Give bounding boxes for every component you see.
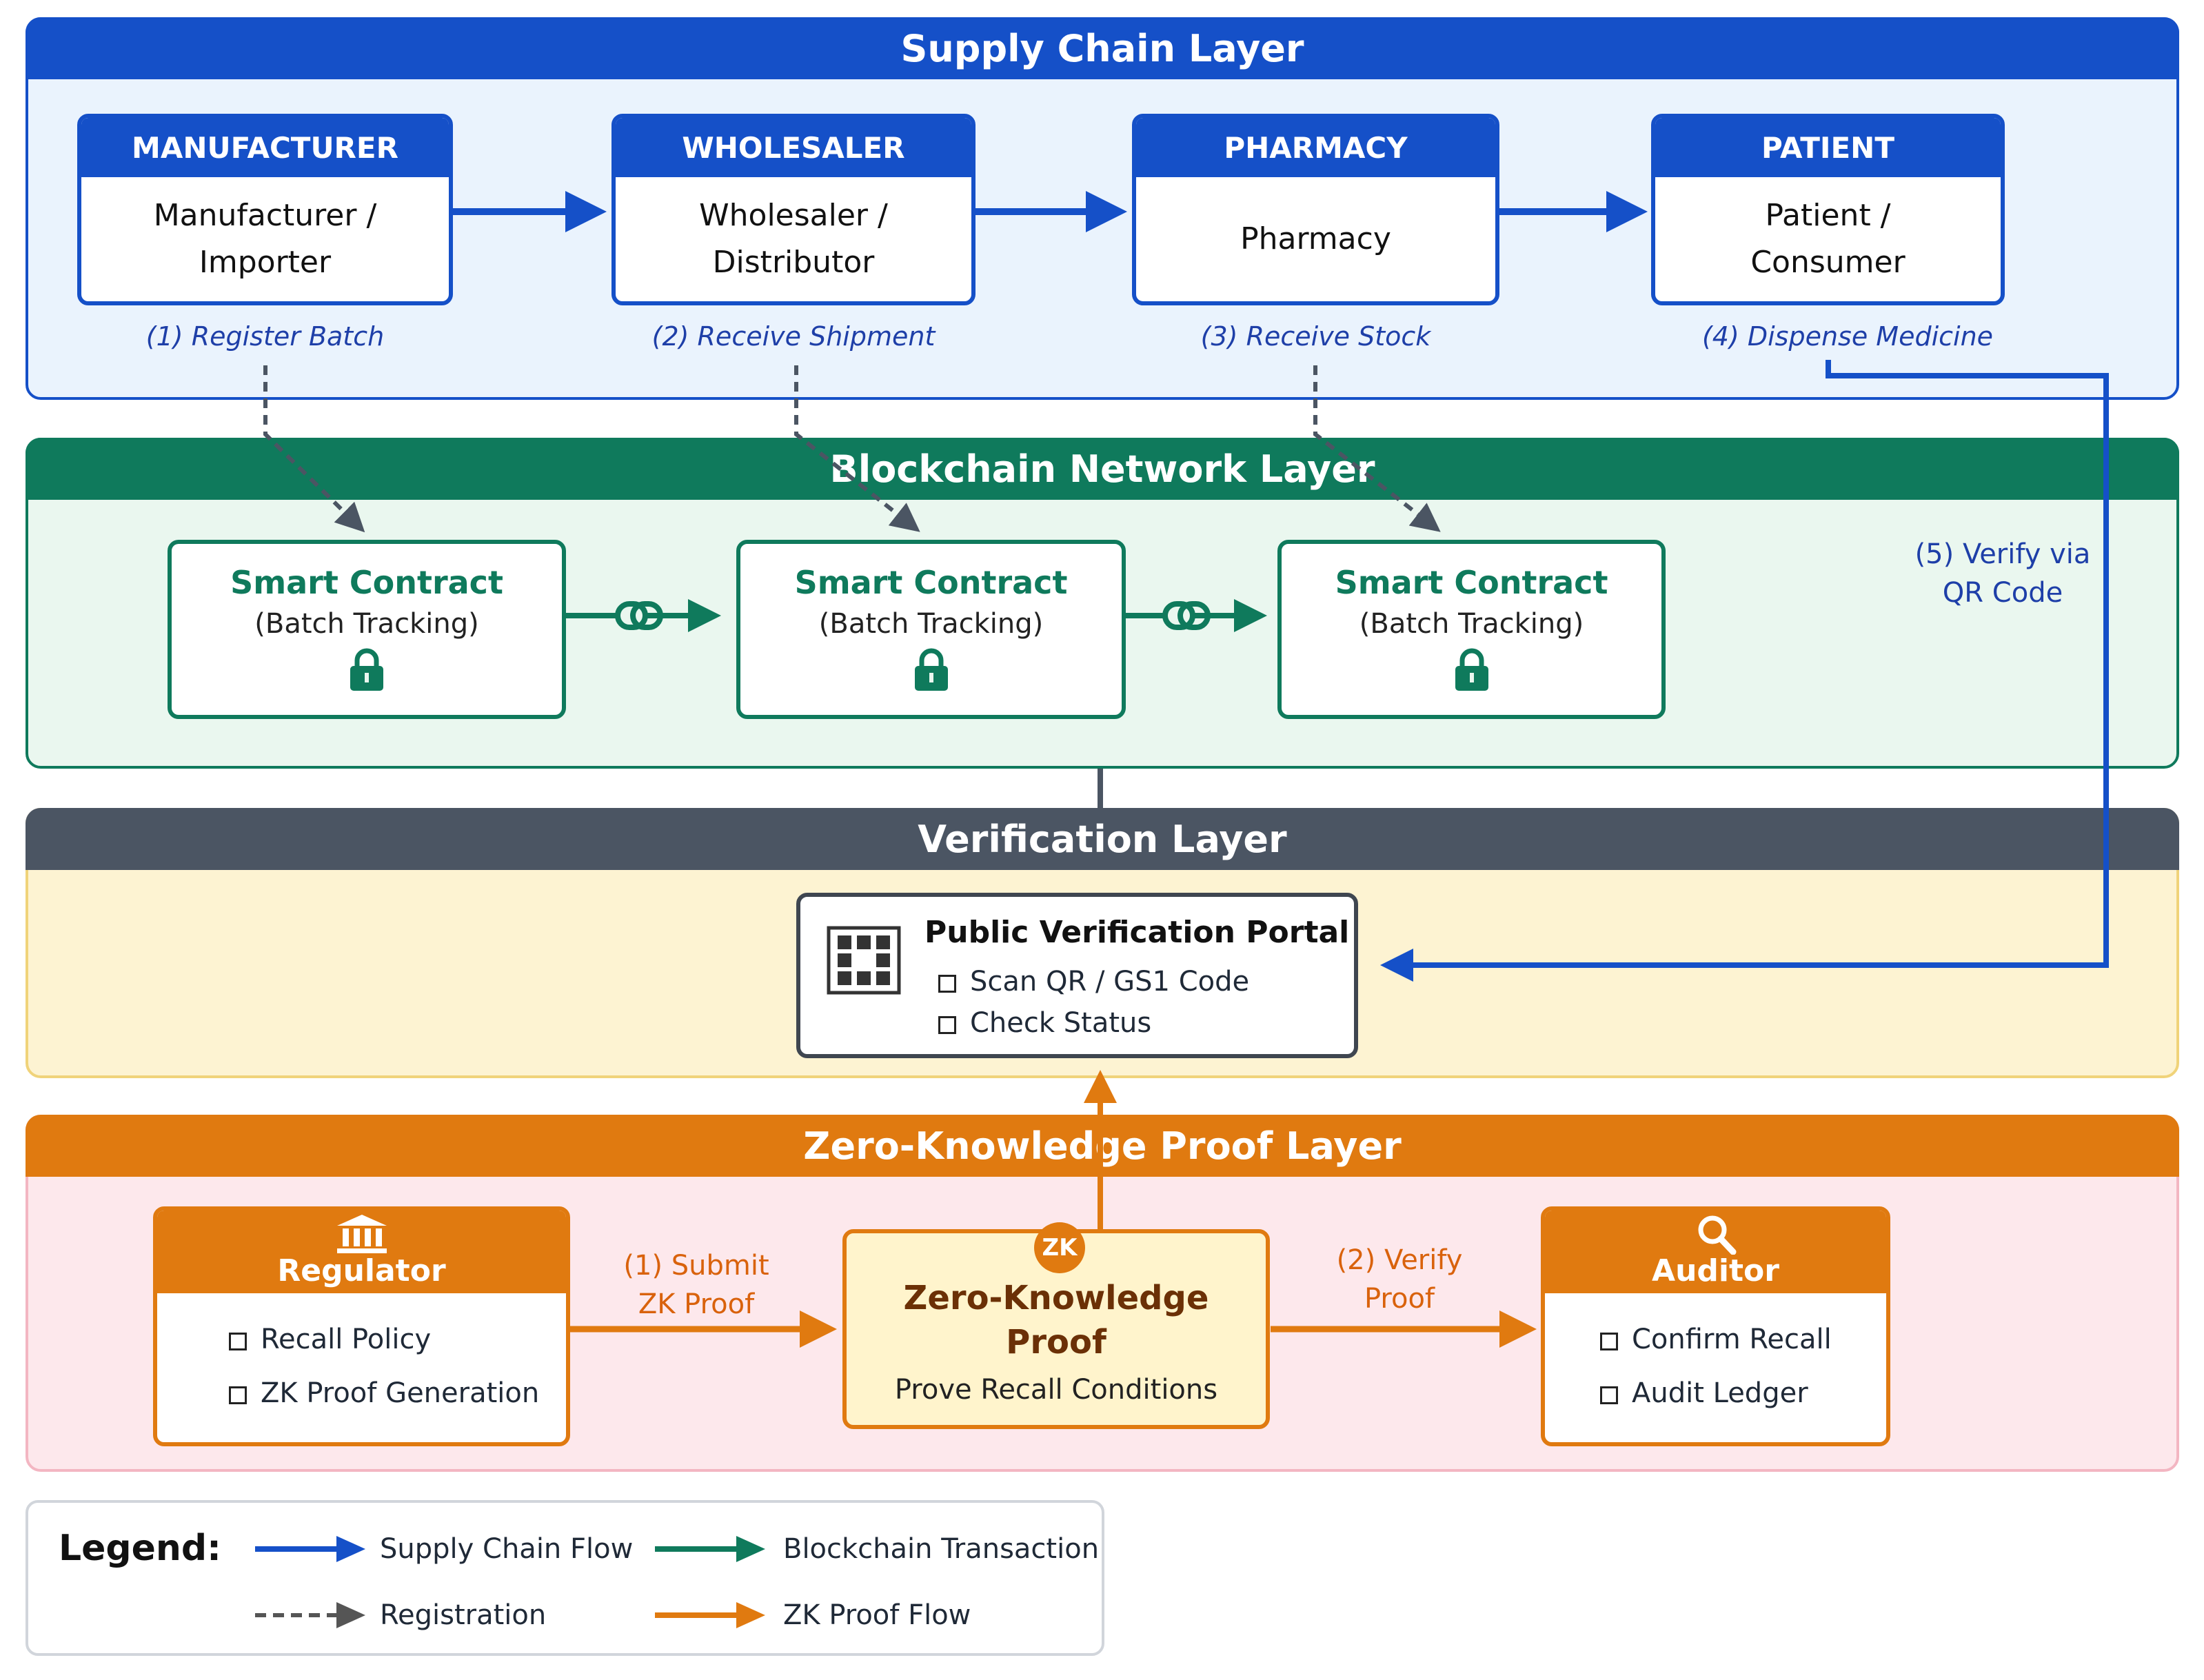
zk-title-line1: Zero-Knowledge (903, 1279, 1209, 1317)
public-verification-portal[interactable]: Public Verification Portal Scan QR / GS1… (796, 893, 1358, 1058)
manufacturer-header: MANUFACTURER (81, 118, 449, 177)
smart-contract-title: Smart Contract (794, 564, 1068, 601)
smart-contract-subtitle: (Batch Tracking) (254, 608, 479, 640)
manufacturer-label-line2: Importer (199, 245, 332, 280)
zk-submit-label: (1) Submit ZK Proof (593, 1246, 800, 1324)
supply-chain-layer-title: Supply Chain Layer (26, 17, 2179, 79)
manufacturer-node[interactable]: MANUFACTURER Manufacturer / Importer (77, 114, 453, 305)
pharmacy-header: PHARMACY (1136, 118, 1495, 177)
portal-item-check-status[interactable]: Check Status (938, 1007, 1151, 1039)
zero-knowledge-proof-node[interactable]: ZK Zero-Knowledge Proof Prove Recall Con… (842, 1222, 1270, 1429)
smart-contract-2[interactable]: Smart Contract (Batch Tracking) (736, 540, 1126, 719)
checkbox-icon (938, 975, 956, 993)
qr-code-icon (827, 926, 901, 995)
patient-node[interactable]: PATIENT Patient / Consumer (1651, 114, 2005, 305)
verification-layer-title: Verification Layer (26, 808, 2179, 870)
portal-item-label: Check Status (970, 1007, 1152, 1039)
zk-badge: ZK (1034, 1222, 1085, 1273)
regulator-node[interactable]: Regulator Recall Policy ZK Proof Generat… (153, 1206, 570, 1446)
patient-label: Patient / Consumer (1655, 177, 2001, 301)
zk-verify-label: (2) Verify Proof (1296, 1241, 1503, 1318)
pharmacy-label-line1: Pharmacy (1240, 221, 1391, 256)
auditor-item-confirm-recall[interactable]: Confirm Recall (1600, 1324, 1832, 1355)
checkbox-icon (229, 1386, 247, 1404)
legend-label: Blockchain Transaction (783, 1533, 1100, 1565)
patient-label-line2: Consumer (1750, 245, 1905, 280)
smart-contract-title: Smart Contract (1335, 564, 1608, 601)
portal-item-label: Scan QR / GS1 Code (970, 966, 1250, 998)
zkp-layer-title: Zero-Knowledge Proof Layer (26, 1115, 2179, 1177)
regulator-item-zk-proof-generation[interactable]: ZK Proof Generation (229, 1377, 539, 1409)
auditor-title: Auditor (1652, 1253, 1779, 1288)
regulator-item-recall-policy[interactable]: Recall Policy (229, 1324, 431, 1355)
legend-blockchain-arrow (655, 1536, 765, 1562)
zk-verify-label-line2: Proof (1364, 1283, 1435, 1315)
legend-zk-proof-arrow (655, 1602, 765, 1628)
legend: Legend: Supply Chain Flow Blockchain Tra… (26, 1500, 1104, 1656)
smart-contract-1[interactable]: Smart Contract (Batch Tracking) (168, 540, 566, 719)
smart-contract-subtitle: (Batch Tracking) (1359, 608, 1584, 640)
magnifier-icon (1698, 1215, 1736, 1255)
blockchain-layer-title: Blockchain Network Layer (26, 438, 2179, 500)
manufacturer-label-line1: Manufacturer / (153, 198, 377, 233)
step-receive-shipment: (2) Receive Shipment (651, 321, 936, 352)
wholesaler-label: Wholesaler / Distributor (616, 177, 971, 301)
wholesaler-label-line1: Wholesaler / (699, 198, 888, 233)
zk-verify-label-line1: (2) Verify (1336, 1244, 1463, 1276)
regulator-item-label: Recall Policy (261, 1324, 432, 1355)
portal-item-scan-qr[interactable]: Scan QR / GS1 Code (938, 966, 1249, 998)
legend-supply-chain-arrow (255, 1536, 365, 1562)
smart-contract-3[interactable]: Smart Contract (Batch Tracking) (1277, 540, 1666, 719)
zk-subtitle: Prove Recall Conditions (894, 1374, 1218, 1406)
smart-contract-subtitle: (Batch Tracking) (818, 608, 1044, 640)
lock-icon (1455, 648, 1488, 691)
wholesaler-label-line2: Distributor (712, 245, 875, 280)
zk-title: Zero-Knowledge Proof (847, 1276, 1266, 1364)
portal-title: Public Verification Portal (924, 915, 1350, 950)
pharmacy-label: Pharmacy (1136, 177, 1495, 301)
regulator-item-label: ZK Proof Generation (261, 1377, 540, 1409)
auditor-item-audit-ledger[interactable]: Audit Ledger (1600, 1377, 1808, 1409)
checkbox-icon (229, 1333, 247, 1350)
manufacturer-label: Manufacturer / Importer (81, 177, 449, 301)
verify-via-qr-note: (5) Verify via QR Code (1903, 535, 2103, 612)
checkbox-icon (938, 1016, 956, 1034)
zk-badge-label: ZK (1042, 1234, 1078, 1262)
legend-label: ZK Proof Flow (783, 1599, 971, 1631)
step-receive-stock: (3) Receive Stock (1200, 321, 1431, 352)
checkbox-icon (1600, 1386, 1618, 1404)
auditor-node[interactable]: Auditor Confirm Recall Audit Ledger (1541, 1206, 1890, 1446)
zk-title-line2: Proof (1006, 1323, 1106, 1362)
legend-label: Supply Chain Flow (380, 1533, 634, 1565)
auditor-header: Auditor (1545, 1211, 1886, 1293)
smart-contract-title: Smart Contract (230, 564, 503, 601)
legend-registration-arrow (255, 1602, 365, 1628)
wholesaler-header: WHOLESALER (616, 118, 971, 177)
verify-note-line2: QR Code (1942, 577, 2063, 609)
regulator-header: Regulator (157, 1211, 566, 1293)
step-dispense-medicine: (4) Dispense Medicine (1701, 321, 1994, 352)
lock-icon (350, 648, 383, 691)
legend-label: Registration (380, 1599, 547, 1631)
legend-title: Legend: (59, 1528, 221, 1569)
auditor-item-label: Confirm Recall (1632, 1324, 1832, 1355)
patient-header: PATIENT (1655, 118, 2001, 177)
pharmacy-node[interactable]: PHARMACY Pharmacy (1132, 114, 1499, 305)
patient-label-line1: Patient / (1765, 198, 1891, 233)
verify-note-line1: (5) Verify via (1914, 538, 2091, 570)
zk-submit-label-line2: ZK Proof (638, 1288, 755, 1320)
step-register-batch: (1) Register Batch (145, 321, 385, 352)
regulator-title: Regulator (277, 1253, 446, 1288)
checkbox-icon (1600, 1333, 1618, 1350)
auditor-item-label: Audit Ledger (1632, 1377, 1808, 1409)
wholesaler-node[interactable]: WHOLESALER Wholesaler / Distributor (611, 114, 975, 305)
zk-submit-label-line1: (1) Submit (623, 1250, 769, 1282)
bank-icon (336, 1215, 387, 1253)
lock-icon (914, 648, 948, 691)
